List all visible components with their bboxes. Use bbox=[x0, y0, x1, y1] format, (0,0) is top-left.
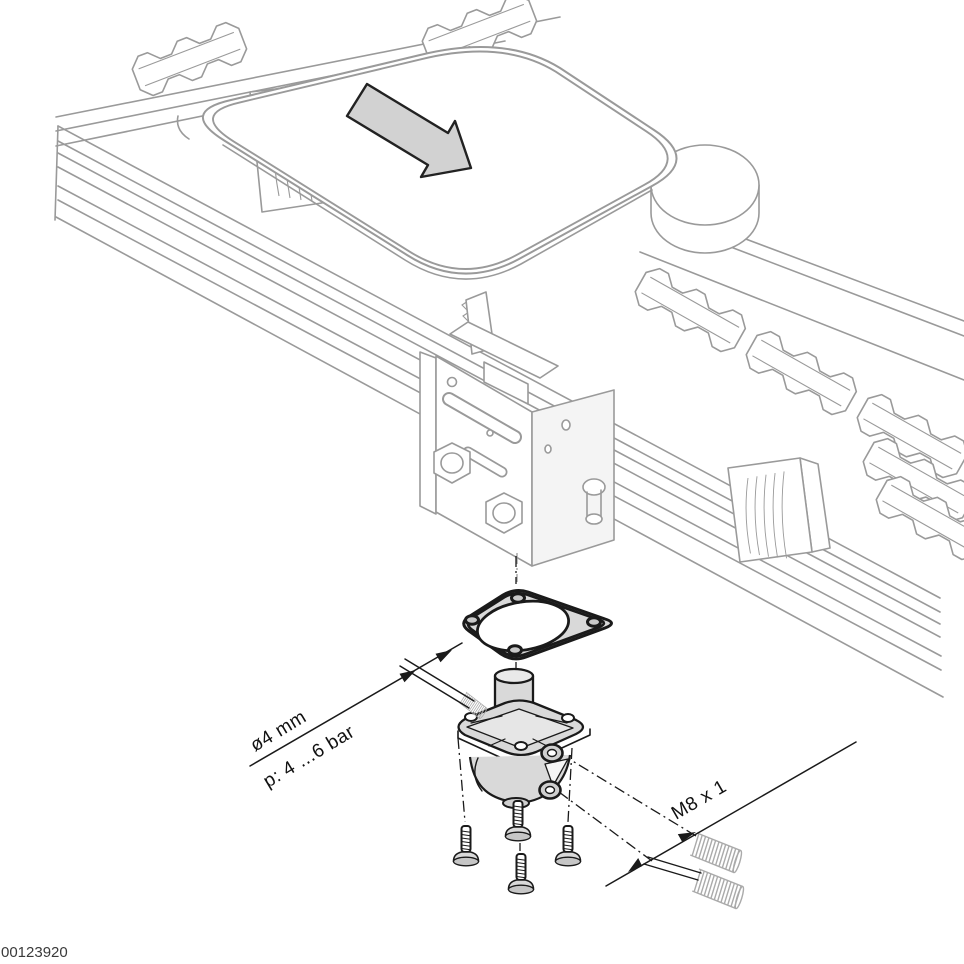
hex-bolt bbox=[485, 492, 523, 534]
thread-dimension bbox=[605, 741, 857, 887]
thread-spec-label: M8 x 1 bbox=[668, 776, 730, 824]
support-roller bbox=[650, 144, 760, 254]
dim-arrow bbox=[399, 670, 416, 683]
figure-number: 00123920 bbox=[1, 944, 68, 961]
dim-arrow bbox=[628, 858, 643, 872]
direction-arrow bbox=[345, 82, 473, 179]
stop-gate-unit bbox=[419, 291, 615, 582]
exploded-assembly bbox=[249, 556, 857, 910]
thread-studs bbox=[643, 832, 747, 910]
damper-valve bbox=[457, 667, 591, 809]
air-port bbox=[538, 780, 562, 800]
thread-stud bbox=[690, 868, 747, 910]
conveyor-system bbox=[54, 0, 964, 698]
mounting-screw bbox=[452, 825, 480, 867]
gasket bbox=[462, 589, 613, 661]
dim-arrow bbox=[677, 832, 696, 842]
hex-bolt bbox=[433, 442, 471, 484]
air-fitting bbox=[582, 478, 606, 525]
air-port bbox=[540, 743, 564, 763]
dim-arrow bbox=[435, 650, 452, 663]
mounting-screw bbox=[554, 825, 582, 867]
thread-stud bbox=[688, 832, 745, 874]
hose-dimension bbox=[249, 642, 475, 767]
mounting-screw bbox=[507, 853, 535, 895]
end-cap-right bbox=[727, 457, 831, 563]
mounting-screws bbox=[452, 800, 582, 895]
